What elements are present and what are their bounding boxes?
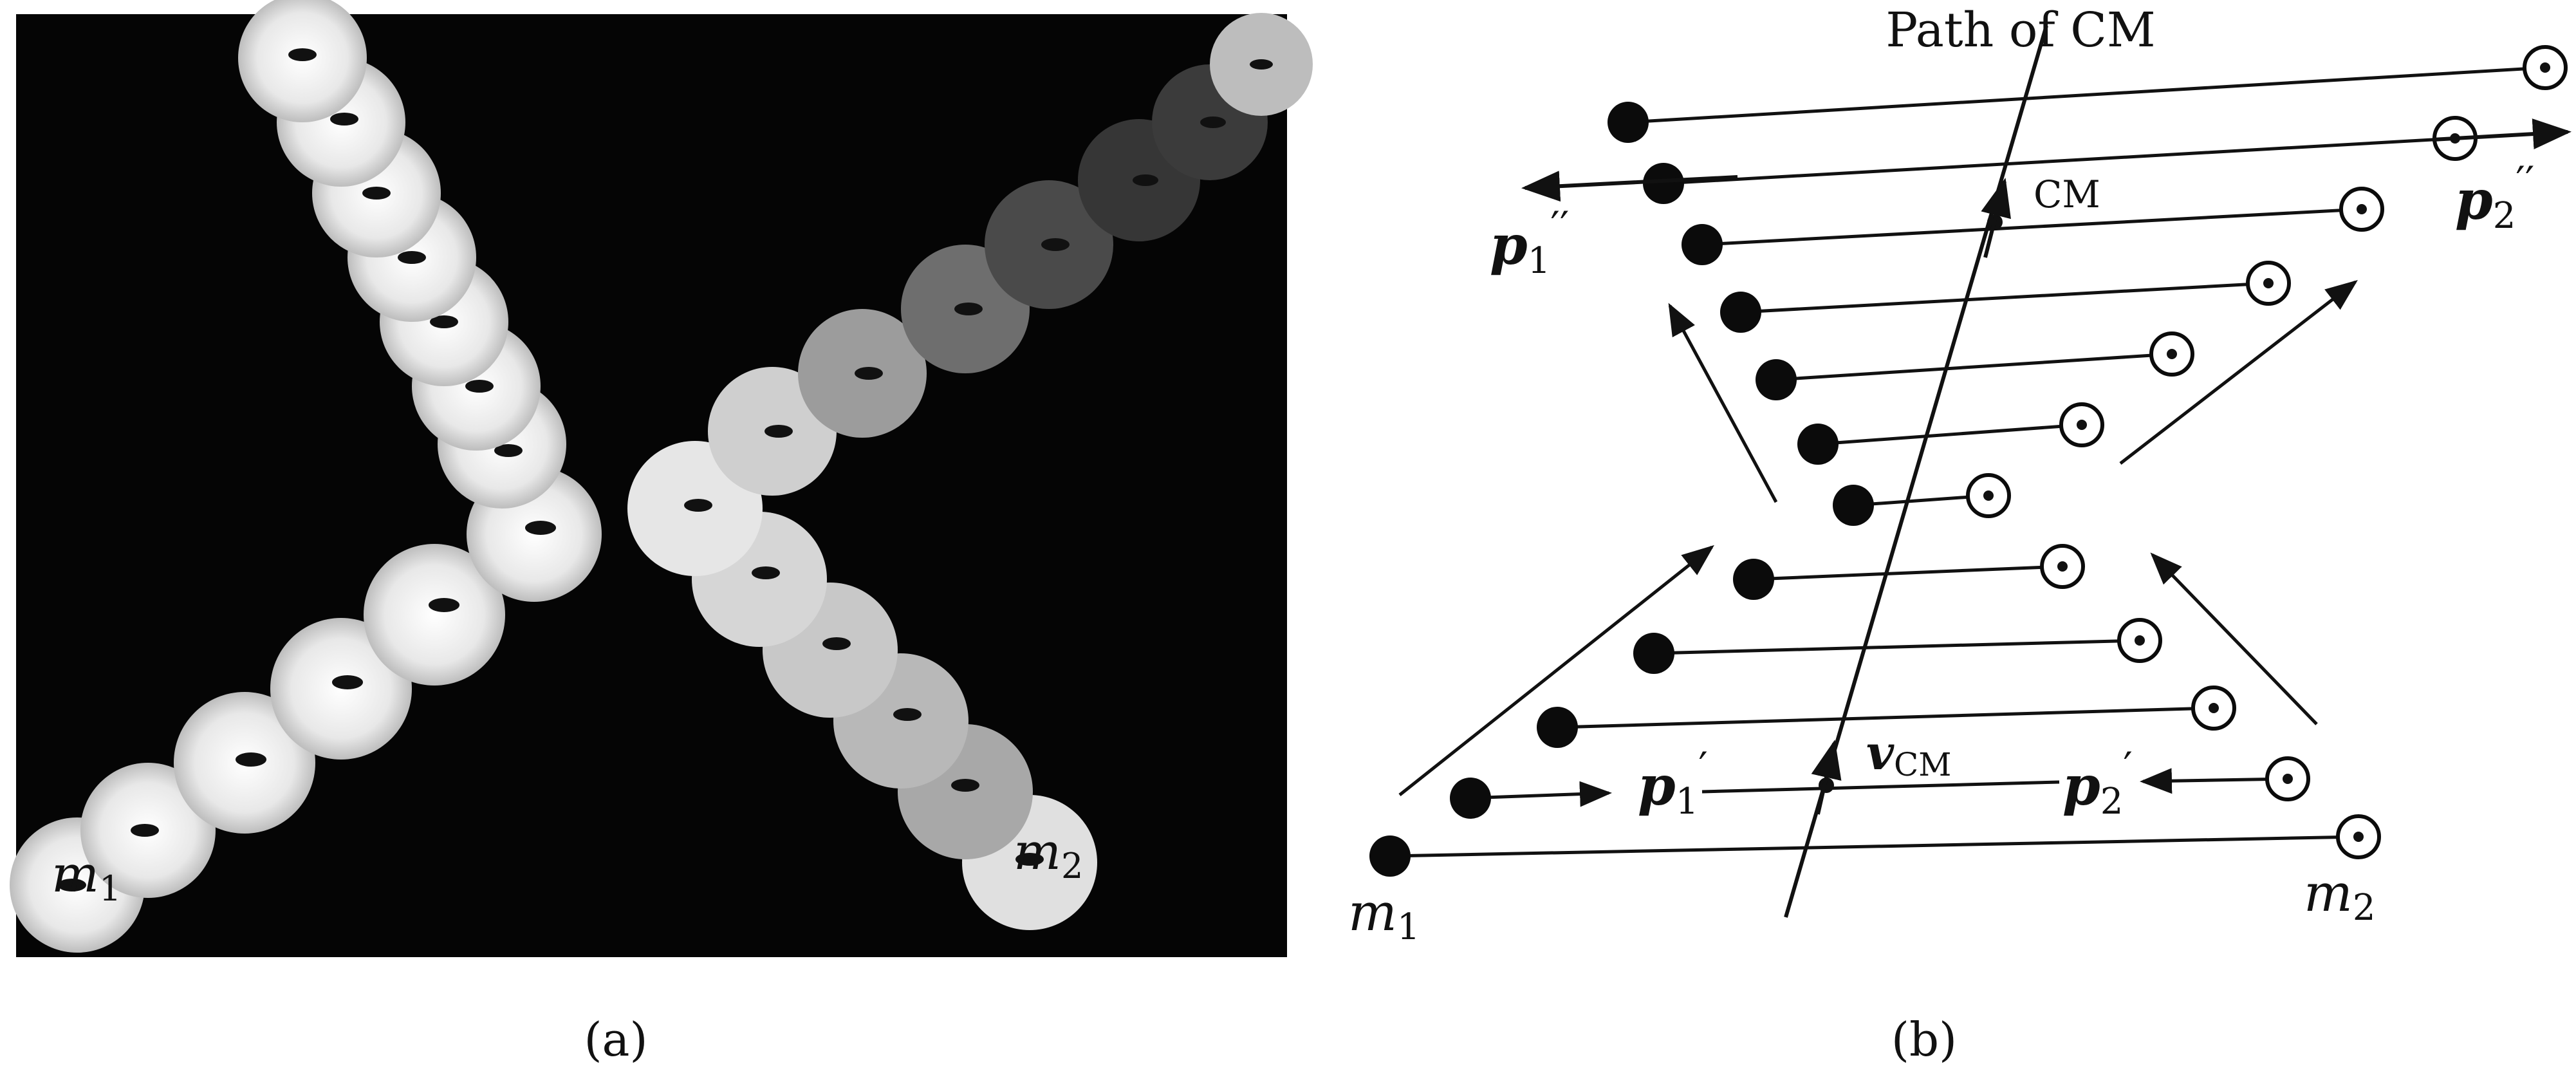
p2-double-prime-label: p2′′ xyxy=(2455,158,2534,237)
caption-b: (b) xyxy=(1891,1012,1957,1067)
rod-row xyxy=(1756,331,2194,400)
puck-m1-position xyxy=(1633,633,1674,674)
rod-row xyxy=(1733,544,2085,600)
puck-m1-position xyxy=(1720,292,1761,333)
caption-a: (a) xyxy=(584,1012,647,1067)
puck-m1-position xyxy=(1369,835,1411,877)
rod-row xyxy=(1450,756,2310,819)
puck-trail-m2-outgoing xyxy=(708,13,1313,496)
rod-row xyxy=(1833,473,2011,526)
photo-label-m2: m2 xyxy=(1014,823,1083,886)
rod-row xyxy=(1537,686,2236,748)
arrow-m1-incoming-direction xyxy=(1398,545,1714,796)
puck-m1-position xyxy=(1733,559,1774,600)
puck-trail-m1-outgoing xyxy=(238,0,566,509)
rod-row xyxy=(1797,402,2104,465)
puck-m1-position xyxy=(1833,485,1874,526)
arrow-p2-double-prime xyxy=(2432,118,2571,150)
v-cm-label: vCM xyxy=(1866,725,1951,783)
cm-label: CM xyxy=(2034,173,2100,216)
rod-row xyxy=(1720,261,2291,333)
arrow-m2-incoming-direction xyxy=(2150,552,2318,725)
puck-m1-position xyxy=(1643,163,1684,204)
rod-row xyxy=(1369,814,2381,877)
rod-row xyxy=(1633,618,2162,674)
v-cm-arrow xyxy=(1811,740,1842,815)
puck-m1-position xyxy=(1537,707,1578,748)
rod-positions xyxy=(1369,45,2568,877)
puck-m1-position xyxy=(1450,778,1491,819)
arrow-m1-outgoing-direction xyxy=(1668,303,1778,503)
panel-b-diagram: Path of CM xyxy=(1348,3,2571,948)
puck-m1-position xyxy=(1608,102,1649,143)
p1-double-prime-label: p1′′ xyxy=(1490,203,1569,282)
p1-prime-label: p1′ xyxy=(1638,744,1708,823)
puck-m1-position xyxy=(1797,424,1839,465)
cm-path-label: Path of CM xyxy=(1886,3,2155,58)
cm-arrow-top xyxy=(1981,178,2011,258)
puck-m1-position xyxy=(1682,224,1723,265)
rod-row xyxy=(1682,187,2384,265)
puck-m1-position xyxy=(1756,359,1797,400)
arrow-p1-double-prime xyxy=(1521,171,1738,202)
photo-label-m1: m1 xyxy=(51,846,121,909)
diagram-label-m1: m1 xyxy=(1348,882,1420,948)
arrow-m2-outgoing-direction xyxy=(2119,279,2358,465)
panel-a-photo: m1 m2 xyxy=(10,0,1313,957)
diagram-label-m2: m2 xyxy=(2304,863,2376,929)
p2-prime-label: p2′ xyxy=(2062,744,2133,823)
puck-trail-m2-incoming xyxy=(627,441,1097,930)
rod-row xyxy=(1608,45,2568,143)
